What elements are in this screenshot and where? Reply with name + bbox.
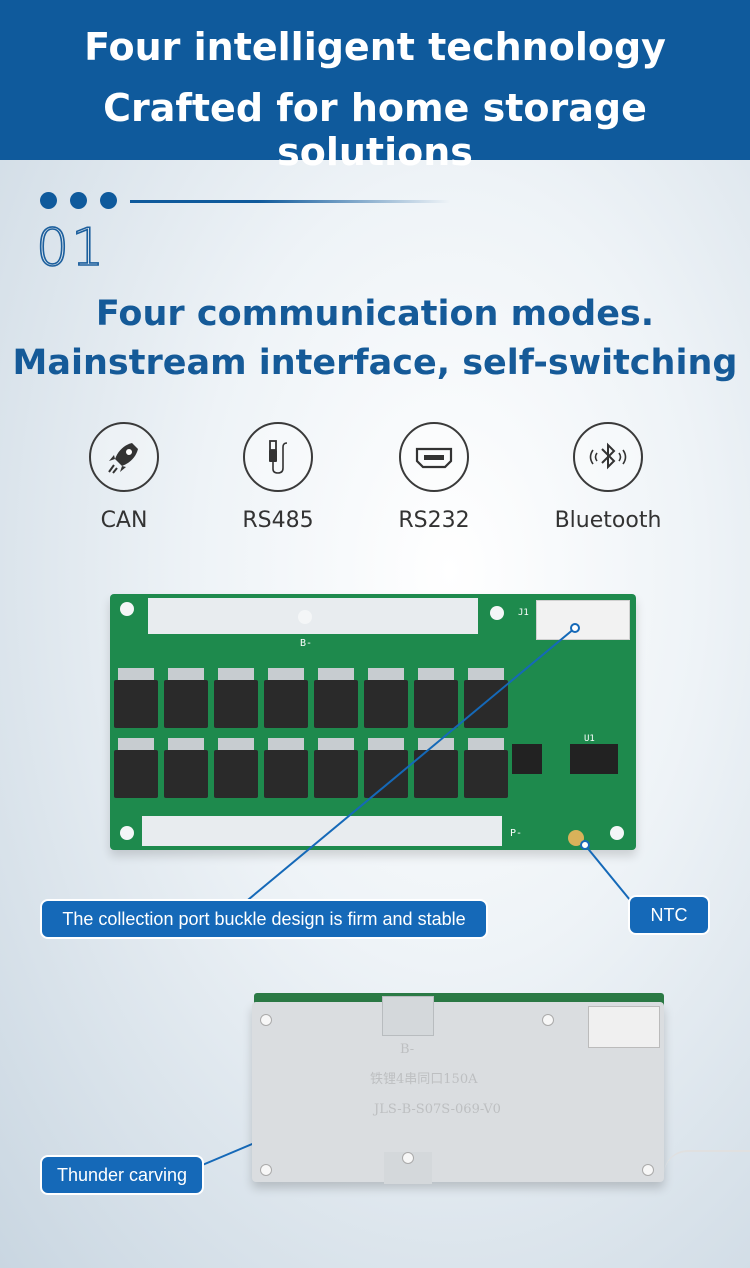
collection-port-connector — [536, 600, 630, 640]
header-title-line2: Crafted for home storage solutions — [103, 86, 647, 174]
engraved-b-minus: B- — [400, 1042, 415, 1057]
hdmi-port-icon — [399, 422, 469, 492]
pcb-hole — [298, 610, 312, 624]
pcb-busbar-top — [148, 598, 478, 634]
mosfet-tab — [268, 738, 304, 752]
mosfet-tab — [418, 738, 454, 752]
mode-rs232: RS232 — [364, 422, 504, 533]
bms-pcb-board: B- P- J1 U1 — [110, 594, 636, 850]
callout-thunder-carving: Thunder carving — [40, 1155, 204, 1195]
mosfet-tab — [118, 738, 154, 752]
mosfet — [414, 680, 458, 728]
engraved-part-number: JLS-B-S07S-069-V0 — [374, 1102, 501, 1117]
mosfet-tab — [318, 738, 354, 752]
pcb-hole — [120, 826, 134, 840]
pcb-chip — [570, 744, 618, 774]
cover-collection-port — [588, 1006, 660, 1048]
decorative-line — [130, 200, 450, 203]
section-number: 01 — [35, 217, 107, 279]
callout-line-port — [242, 627, 576, 905]
mosfet — [314, 750, 358, 798]
pcb-hole — [610, 826, 624, 840]
mosfet-tab — [468, 738, 504, 752]
ntc-sensor — [568, 830, 584, 846]
mosfet-tab — [118, 668, 154, 682]
mosfet-tab — [218, 668, 254, 682]
section-title-line2: Mainstream interface, self-switching — [12, 343, 738, 383]
cover-hole — [542, 1014, 554, 1026]
bluetooth-icon — [573, 422, 643, 492]
callout-line-ntc — [584, 844, 631, 901]
cover-hole — [642, 1164, 654, 1176]
dot-1 — [40, 192, 57, 209]
engraved-model: 铁锂4串同口150A — [370, 1072, 478, 1087]
silk-u1: U1 — [584, 734, 595, 744]
mode-can: CAN — [54, 422, 194, 533]
mosfet — [164, 750, 208, 798]
mosfet — [464, 680, 508, 728]
mode-bluetooth: Bluetooth — [538, 422, 678, 533]
callout-dot-ntc — [580, 840, 590, 850]
silk-j1: J1 — [518, 608, 529, 618]
mode-label-rs232: RS232 — [398, 508, 470, 533]
dot-2 — [70, 192, 87, 209]
pcb-hole — [490, 606, 504, 620]
cover-hole — [260, 1014, 272, 1026]
header-banner: Four intelligent technology Crafted for … — [0, 0, 750, 174]
mosfet — [164, 680, 208, 728]
silk-b-minus: B- — [300, 638, 313, 649]
callout-collection-port: The collection port buckle design is fir… — [40, 899, 488, 939]
mosfet-tab — [168, 668, 204, 682]
mosfet-tab — [168, 738, 204, 752]
silk-p-minus: P- — [510, 828, 523, 839]
bms-aluminum-cover: B- 铁锂4串同口150A JLS-B-S07S-069-V0 — [252, 996, 664, 1184]
cover-hole — [260, 1164, 272, 1176]
mosfet — [214, 680, 258, 728]
callout-dot-port — [570, 623, 580, 633]
dot-3 — [100, 192, 117, 209]
ntc-wire — [664, 1150, 750, 1174]
mosfet-tab — [368, 738, 404, 752]
cover-hole — [402, 1152, 414, 1164]
communication-modes: CAN RS485 RS232 Bluetoo — [0, 422, 750, 533]
pcb-hole — [120, 602, 134, 616]
mode-label-can: CAN — [100, 508, 148, 533]
mosfet — [414, 750, 458, 798]
mode-label-rs485: RS485 — [242, 508, 314, 533]
mosfet-tab — [418, 668, 454, 682]
mode-label-bluetooth: Bluetooth — [554, 508, 662, 533]
header-title-line1: Four intelligent technology — [84, 25, 666, 69]
mosfet-tab — [468, 668, 504, 682]
mosfet — [264, 680, 308, 728]
usb-cable-icon — [243, 422, 313, 492]
mosfet — [114, 750, 158, 798]
mosfet — [364, 680, 408, 728]
mosfet-tab — [268, 668, 304, 682]
mosfet — [314, 680, 358, 728]
mosfet-tab — [318, 668, 354, 682]
mosfet — [214, 750, 258, 798]
mosfet — [464, 750, 508, 798]
callout-ntc: NTC — [628, 895, 710, 935]
mosfet — [114, 680, 158, 728]
pcb-chip — [512, 744, 542, 774]
pcb-busbar-bottom — [142, 816, 502, 846]
mosfet-tab — [368, 668, 404, 682]
mosfet — [264, 750, 308, 798]
section-title-line1: Four communication modes. — [95, 294, 655, 334]
mosfet-tab — [218, 738, 254, 752]
mode-rs485: RS485 — [208, 422, 348, 533]
cover-notch-top — [382, 996, 434, 1036]
rocket-icon — [89, 422, 159, 492]
